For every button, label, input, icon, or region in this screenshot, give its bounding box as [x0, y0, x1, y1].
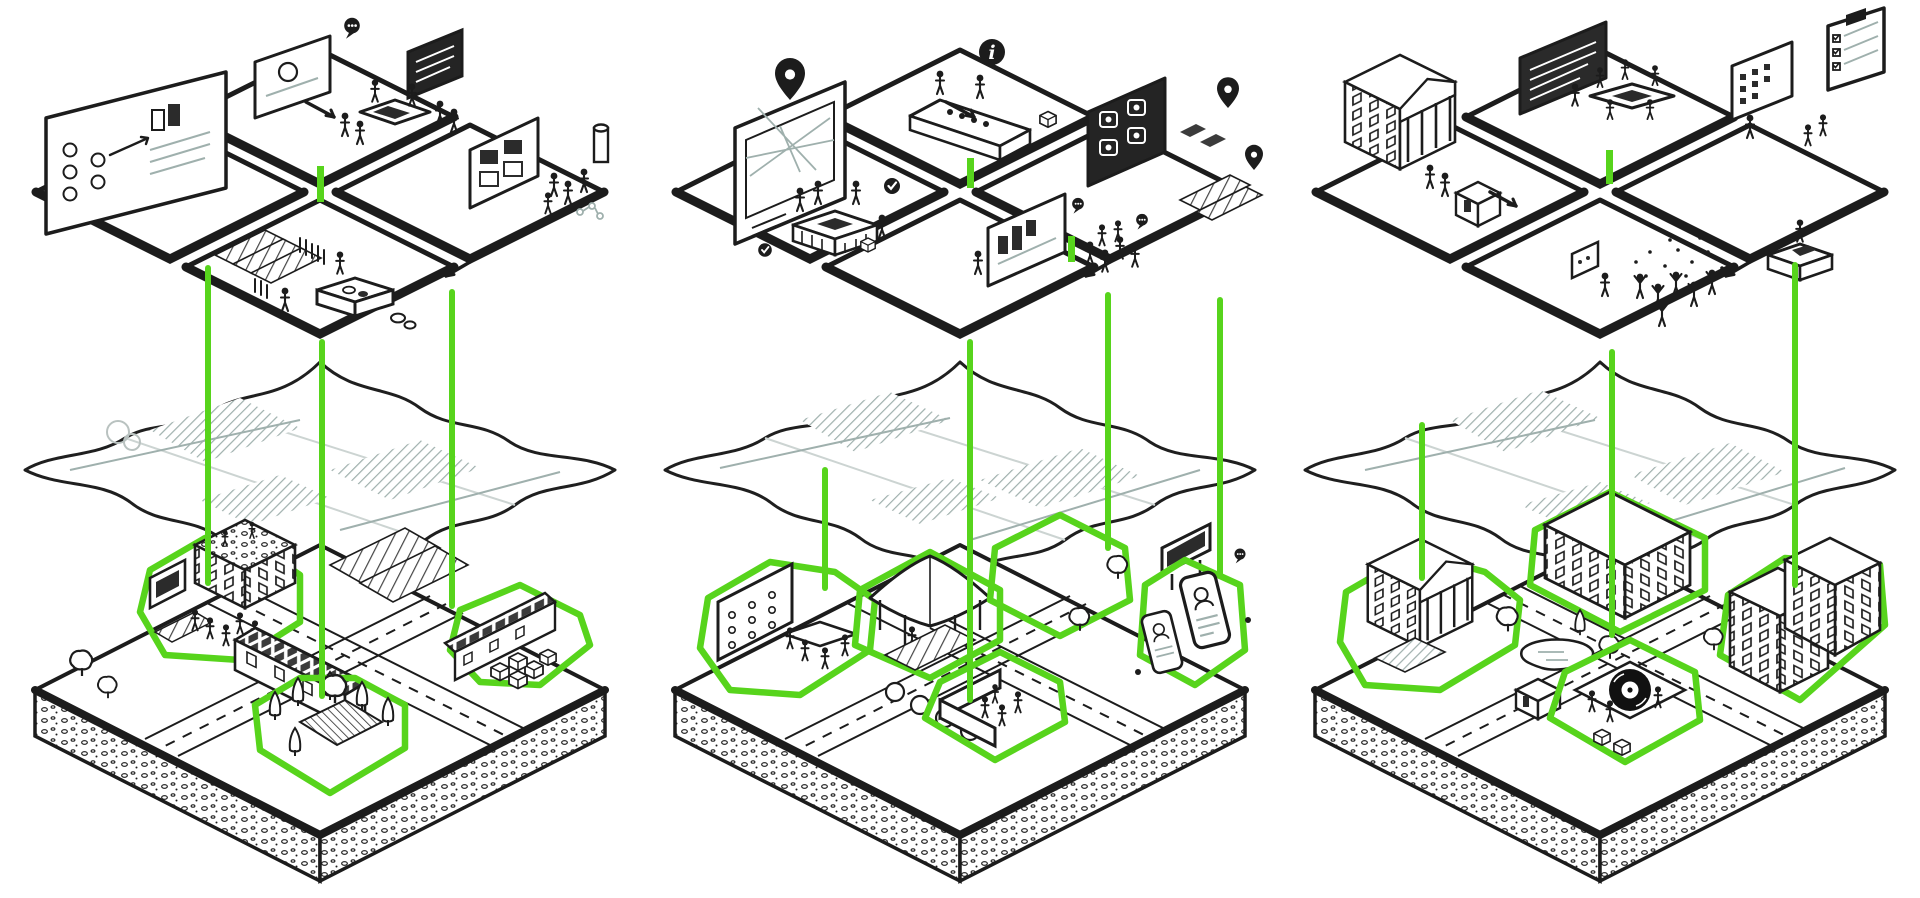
activity-layer — [1316, 6, 1886, 334]
meeting-table — [1570, 58, 1676, 120]
presentation-board — [253, 34, 332, 120]
phone-profile-screens — [1135, 548, 1251, 675]
kiosk-building — [1513, 677, 1563, 721]
rocks — [390, 312, 417, 330]
orchard-grove — [268, 671, 395, 757]
neighbourhood-layer — [35, 518, 605, 881]
panel-3-illustration — [1303, 6, 1897, 898]
tall-grasses — [254, 237, 325, 299]
map-tree-scribble — [106, 420, 141, 451]
projection-stub — [967, 158, 974, 188]
rooftop-party-terrace — [1572, 660, 1688, 757]
highlight-zone-house-yard — [986, 511, 1134, 640]
info-icon: i — [979, 39, 1005, 65]
projection-stub — [1606, 150, 1613, 184]
vinyl-record-icon — [1609, 669, 1651, 711]
stall-table — [782, 620, 858, 648]
activity-layer — [36, 17, 610, 334]
molecule-scribble — [576, 202, 604, 220]
dark-notice-board — [406, 27, 464, 101]
direction-arrow — [944, 100, 1112, 278]
map-sign-board — [733, 80, 847, 246]
highlight-zone-market-tent — [851, 548, 1004, 682]
direction-arrow — [1488, 190, 1752, 278]
house-with-solar-panels — [1180, 124, 1226, 147]
check-bubble-icon — [882, 176, 902, 196]
panel-2-illustration: i — [663, 39, 1264, 898]
confetti-dots — [1634, 236, 1724, 280]
highlight-zone-row-house-crates — [446, 581, 594, 689]
info-icon-glyph: i — [988, 42, 995, 64]
blackboard — [1518, 20, 1608, 116]
location-pin-icon — [1245, 144, 1263, 170]
map-parcel-patches — [150, 398, 480, 525]
outdoor-screen — [148, 557, 187, 611]
plaza — [1373, 637, 1447, 673]
projection-lines — [205, 166, 455, 699]
gabled-houses — [1106, 554, 1129, 580]
panel-2: i — [640, 0, 1280, 898]
billboard — [1160, 521, 1212, 590]
market-table — [791, 209, 879, 257]
panel-3 — [1280, 0, 1920, 898]
school-building — [1541, 490, 1694, 621]
location-pin-icon — [775, 58, 805, 100]
highlight-zone-rooftop-terrace — [1546, 636, 1704, 766]
direction-arrow — [304, 100, 472, 278]
dark-menu-board — [1086, 76, 1167, 188]
speech-bubble-icon — [344, 17, 360, 39]
crop-strips — [1178, 174, 1264, 221]
highlight-zone-phone-screens — [1136, 556, 1249, 689]
projection-lines — [822, 158, 1223, 703]
panel-1 — [0, 0, 640, 898]
crop-rows — [883, 624, 977, 671]
sketch-map-layer — [23, 360, 617, 578]
diagram-poster-board — [44, 70, 228, 236]
location-pin-icon — [1217, 77, 1239, 108]
crop-rows — [328, 527, 470, 603]
produce-stand-wall — [716, 561, 794, 663]
projection-lines — [1419, 150, 1798, 638]
sketch-map-layer — [663, 360, 1257, 578]
presenter-board — [1570, 240, 1611, 298]
highlight-zone-orchard — [251, 674, 409, 797]
apartment-blocks — [1702, 536, 1883, 695]
facilitation-table — [358, 98, 432, 126]
planting-beds — [213, 229, 323, 284]
sticky-note-board — [1730, 40, 1794, 122]
panel-1-illustration — [23, 17, 617, 898]
row-house — [442, 591, 558, 682]
highlight-zone-community-garden — [136, 534, 304, 664]
projection-stub — [1068, 236, 1075, 262]
neighbourhood-layer — [675, 511, 1251, 881]
clipboard-checklist-icon — [1826, 6, 1886, 92]
highlight-zone-school — [1526, 488, 1709, 636]
produce-counter — [908, 98, 1057, 163]
projection-stub — [317, 166, 324, 202]
highlight-zone-courtyard — [921, 648, 1069, 764]
check-bubble-icon — [757, 242, 773, 258]
sandbox-model-table — [315, 276, 395, 319]
flipchart-screen — [468, 116, 540, 210]
presentation-screen — [986, 192, 1067, 288]
activity-layer: i — [676, 39, 1264, 334]
civic-building — [1342, 53, 1458, 172]
paper-roll-stand — [592, 123, 610, 164]
park — [1495, 606, 1621, 671]
map-road-scribble — [719, 417, 1201, 541]
kiosk-building — [1453, 180, 1503, 228]
desk-with-laptop — [1766, 218, 1834, 282]
neighbourhood-layer — [1315, 488, 1885, 881]
